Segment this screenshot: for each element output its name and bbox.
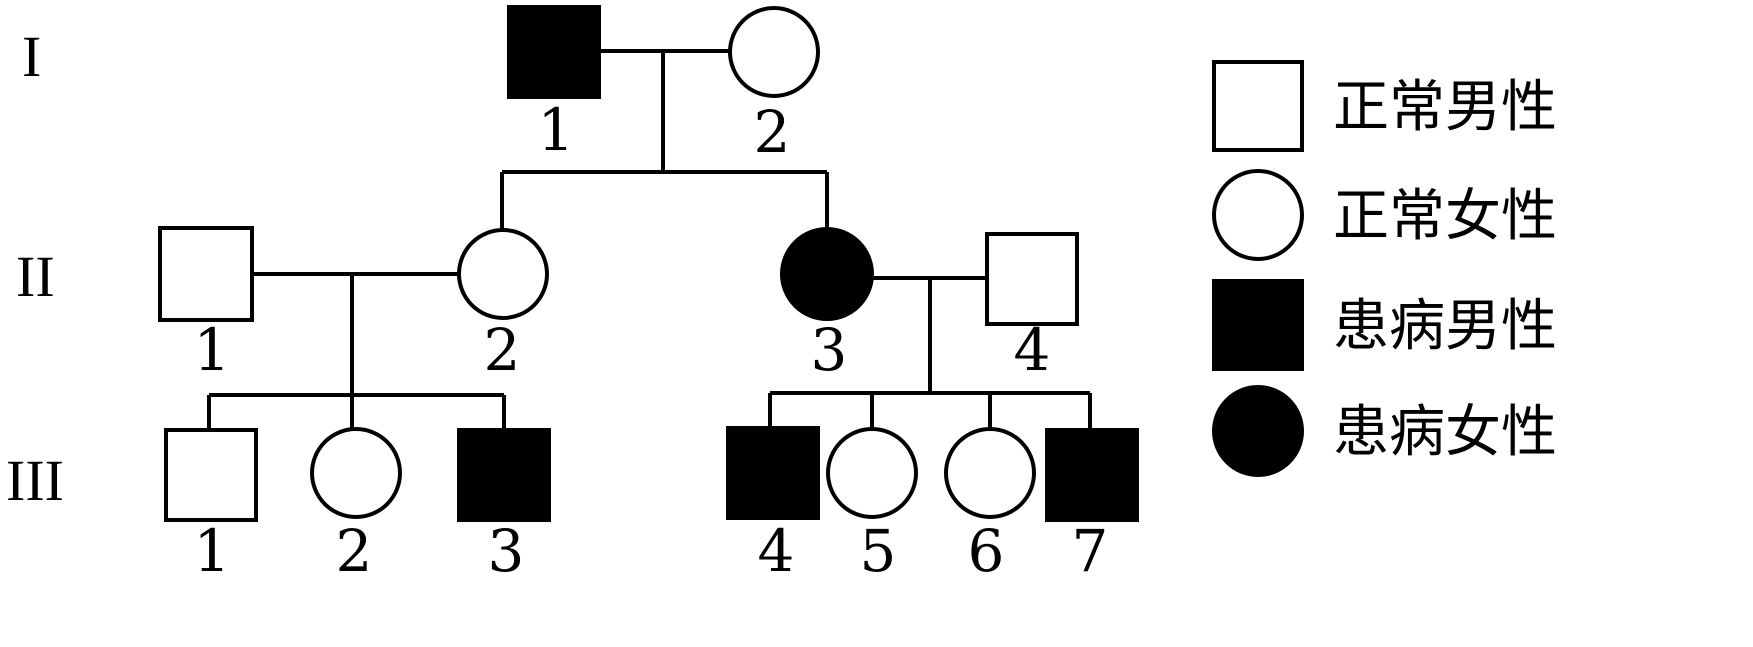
label-III-1: 1 <box>194 517 231 585</box>
male-square <box>1212 279 1304 371</box>
legend-label-normal-male: 正常男性 <box>1333 75 1557 140</box>
label-III-2: 2 <box>336 517 373 585</box>
male-square <box>158 226 254 322</box>
male-square <box>507 5 601 99</box>
individual-III-7 <box>1045 428 1139 522</box>
label-III-3: 3 <box>488 517 525 585</box>
legend-symbol-affected-female <box>1212 385 1304 477</box>
label-III-6: 6 <box>968 517 1005 585</box>
legend-label-affected-female: 患病女性 <box>1333 400 1557 465</box>
female-circle <box>944 427 1036 519</box>
female-circle <box>1212 385 1304 477</box>
male-square <box>1212 60 1304 152</box>
individual-II-3 <box>780 227 874 321</box>
female-circle <box>1212 169 1304 261</box>
male-square <box>1045 428 1139 522</box>
individual-III-2 <box>310 427 402 519</box>
individual-III-5 <box>826 427 918 519</box>
individual-II-1 <box>158 226 254 322</box>
label-II-1: 1 <box>194 316 231 384</box>
male-square <box>985 232 1079 326</box>
legend-label-affected-male: 患病男性 <box>1333 294 1557 359</box>
generation-label-3: III <box>6 448 64 513</box>
label-III-5: 5 <box>860 517 897 585</box>
female-circle <box>457 228 549 320</box>
male-square <box>726 426 820 520</box>
individual-III-1 <box>164 428 258 522</box>
individual-II-2 <box>457 228 549 320</box>
individual-III-6 <box>944 427 1036 519</box>
generation-label-2: II <box>16 244 55 309</box>
legend-label-normal-female: 正常女性 <box>1333 184 1557 249</box>
individual-III-4 <box>726 426 820 520</box>
individual-I-1 <box>507 5 601 99</box>
individual-II-4 <box>985 232 1079 326</box>
legend-symbol-normal-male <box>1212 60 1304 152</box>
label-I-2: 2 <box>754 98 791 166</box>
female-circle <box>310 427 402 519</box>
generation-label-1: I <box>22 24 41 89</box>
label-II-2: 2 <box>484 316 521 384</box>
female-circle <box>728 6 820 98</box>
individual-III-3 <box>457 428 551 522</box>
female-circle <box>780 227 874 321</box>
male-square <box>164 428 258 522</box>
label-II-4: 4 <box>1014 316 1051 384</box>
label-III-7: 7 <box>1072 517 1109 585</box>
female-circle <box>826 427 918 519</box>
individual-I-2 <box>728 6 820 98</box>
legend-symbol-affected-male <box>1212 279 1304 371</box>
label-II-3: 3 <box>811 316 848 384</box>
legend-symbol-normal-female <box>1212 169 1304 261</box>
male-square <box>457 428 551 522</box>
label-III-4: 4 <box>758 517 795 585</box>
label-I-1: 1 <box>538 96 575 164</box>
legend: 正常男性 正常女性 患病男性 患病女性 <box>1212 60 1557 477</box>
